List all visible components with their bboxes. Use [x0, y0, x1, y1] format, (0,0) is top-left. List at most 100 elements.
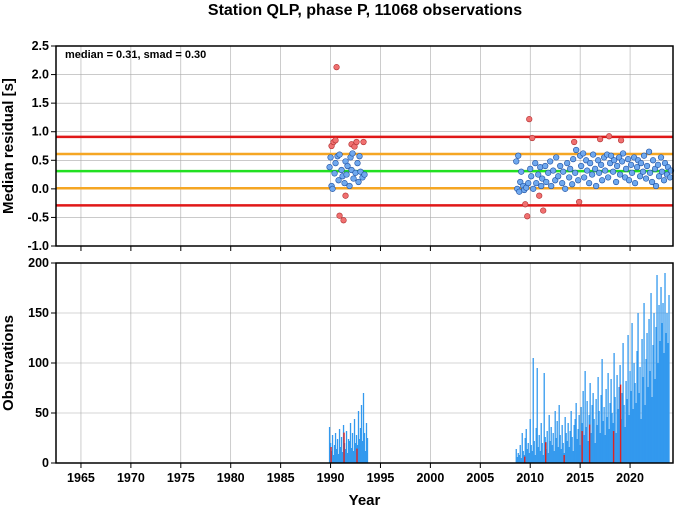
observation-bar [623, 405, 625, 463]
residual-point [610, 157, 618, 164]
residual-point [343, 171, 350, 178]
residual-point [658, 168, 666, 175]
x-tick-label: 1975 [167, 471, 195, 485]
observation-bar [362, 393, 365, 463]
observation-bar [353, 419, 356, 463]
observation-bar [562, 443, 564, 463]
observation-bar [650, 293, 652, 463]
x-tick-label: 1965 [67, 471, 95, 485]
observation-bar [604, 435, 606, 463]
residual-point [602, 167, 609, 174]
observation-bar [600, 395, 602, 463]
residual-outlier-point [342, 192, 349, 199]
residual-outlier-point [526, 116, 533, 123]
residual-point [590, 151, 597, 158]
residual-point [355, 178, 362, 186]
residual-point [586, 180, 593, 187]
observation-bar-outlier [343, 432, 345, 463]
residual-y-ticks: 2.52.01.51.00.50.0-0.5-1.0 [27, 39, 631, 253]
observation-bar [616, 375, 618, 463]
observations-y-tick-label: 0 [42, 456, 49, 470]
residual-y-tick-label: 0.5 [32, 153, 49, 167]
residual-point [567, 165, 574, 172]
residual-outlier-point [529, 134, 536, 142]
observation-bar-outlier [330, 447, 332, 463]
observation-bar [572, 451, 574, 463]
observation-bar [557, 447, 559, 463]
residual-outlier-point [540, 207, 547, 214]
residual-point [605, 174, 612, 181]
residual-point [356, 153, 363, 160]
observation-bar [646, 333, 648, 463]
observation-bar [520, 458, 522, 463]
residual-point [575, 177, 582, 184]
observation-bar [537, 447, 539, 463]
observation-bar [642, 377, 644, 463]
observation-bar [519, 445, 521, 463]
observation-bar [542, 455, 544, 463]
residual-point [619, 150, 627, 157]
residual-point [616, 171, 624, 178]
observation-bar [608, 429, 610, 463]
residual-point [535, 171, 542, 178]
x-tick-label: 2005 [466, 471, 494, 485]
residual-outlier-point [597, 136, 604, 143]
observation-bar [605, 389, 607, 463]
residual-y-tick-label: -0.5 [27, 210, 49, 224]
residual-point [528, 173, 535, 180]
residual-grid [56, 45, 673, 247]
observation-bar [618, 387, 620, 463]
residual-point [613, 162, 621, 170]
observation-bar [661, 323, 663, 463]
residual-point [642, 175, 650, 182]
observation-bar [530, 445, 532, 463]
observation-bar [527, 443, 529, 463]
observation-bar [576, 439, 578, 463]
residual-outlier-point [522, 201, 529, 208]
residual-y-tick-label: 1.5 [32, 96, 49, 110]
observation-bar-outlier [581, 431, 583, 463]
observation-bar [559, 435, 561, 463]
observation-bar [573, 425, 575, 463]
residual-point [627, 161, 635, 168]
residual-point [631, 180, 639, 187]
observation-bar [549, 441, 551, 463]
observation-bar [633, 363, 635, 463]
observation-bar [640, 419, 642, 463]
residual-point [550, 167, 557, 174]
residual-point [609, 168, 617, 175]
observation-bar [614, 397, 616, 463]
observation-bar [585, 427, 587, 463]
x-tick-label: 1990 [317, 471, 345, 485]
residual-point [646, 169, 654, 176]
residual-point [570, 156, 577, 163]
observation-bar [638, 393, 640, 463]
observation-bar [366, 438, 369, 463]
residual-y-tick-label: 2.0 [32, 68, 49, 82]
residual-point [599, 177, 606, 184]
observations-bars [328, 273, 670, 463]
residual-points [326, 64, 675, 224]
observation-bar-outlier [612, 431, 615, 463]
observation-bar [538, 435, 540, 463]
residual-point [608, 152, 615, 159]
residual-point [666, 174, 674, 181]
residual-point [636, 173, 644, 180]
residual-point [530, 185, 537, 192]
residual-y-tick-label: 1.0 [32, 125, 49, 139]
observation-bar [561, 425, 563, 463]
observation-bar [590, 433, 592, 463]
observation-bar [569, 431, 571, 463]
observation-bar [533, 441, 535, 463]
observation-bar [627, 335, 629, 463]
observation-bar [525, 429, 527, 463]
observation-bar [339, 447, 342, 463]
residual-outlier-point [332, 137, 339, 144]
observation-bar [595, 399, 597, 463]
residual-point [622, 165, 630, 172]
observation-bar [664, 273, 666, 463]
observation-bar [334, 433, 337, 463]
observation-bar-outlier [588, 424, 591, 463]
observation-bar [565, 433, 567, 463]
residual-outlier-point [524, 213, 531, 220]
